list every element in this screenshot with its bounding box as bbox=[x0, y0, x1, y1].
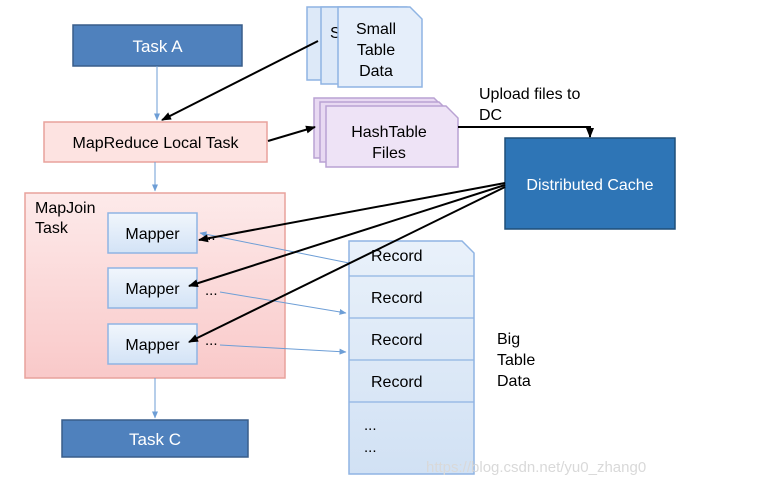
mapreduce-local-task-node: MapReduce Local Task bbox=[43, 121, 268, 163]
small-table-line-1: Small bbox=[356, 21, 396, 38]
big-table-line-3: Data bbox=[497, 373, 531, 390]
record-3: Record bbox=[371, 332, 423, 349]
big-table-records: Record Record Record Record ... ... bbox=[348, 240, 475, 475]
arrow-cache-to-mapper-2 bbox=[188, 184, 506, 288]
arrow-cache-to-mapper-1 bbox=[198, 182, 506, 243]
record-ellipsis-1: ... bbox=[364, 417, 377, 434]
mapjoin-task-line-1: MapJoin bbox=[35, 200, 95, 217]
mapper-2-label: Mapper bbox=[125, 281, 180, 298]
arrow-small-table-to-local bbox=[161, 40, 319, 121]
upload-label-line-2: DC bbox=[479, 107, 502, 124]
mapjoin-task-line-2: Task bbox=[35, 220, 69, 237]
task-c-node: Task C bbox=[61, 419, 249, 458]
record-4: Record bbox=[371, 374, 423, 391]
hashtable-files-line-2: Files bbox=[372, 145, 406, 162]
arrow-mapper-3-to-record bbox=[219, 344, 347, 355]
upload-label-line-1: Upload files to bbox=[479, 86, 580, 103]
mapper-2-ellipsis: ... bbox=[205, 282, 218, 299]
small-table-partial-label: S bbox=[330, 25, 341, 42]
mapper-2: Mapper bbox=[107, 267, 198, 309]
record-2: Record bbox=[371, 290, 423, 307]
mapper-3-label: Mapper bbox=[125, 337, 180, 354]
big-table-line-2: Table bbox=[497, 352, 535, 369]
arrow-mapper-2-to-record bbox=[219, 291, 347, 315]
arrow-local-to-hashtable bbox=[267, 125, 316, 142]
record-1: Record bbox=[371, 248, 423, 265]
task-c-label: Task C bbox=[129, 430, 181, 449]
arrow-hashtable-to-cache bbox=[458, 126, 594, 138]
distributed-cache-node: Distributed Cache bbox=[504, 137, 676, 230]
arrow-cache-to-mapper-3 bbox=[188, 186, 506, 343]
hashtable-files-line-1: HashTable bbox=[351, 124, 427, 141]
mapper-3: Mapper bbox=[107, 323, 198, 365]
small-table-line-3: Data bbox=[359, 63, 393, 80]
record-ellipsis-2: ... bbox=[364, 439, 377, 456]
mapreduce-local-task-label: MapReduce Local Task bbox=[72, 135, 239, 152]
mapper-1: Mapper bbox=[107, 212, 198, 254]
big-table-line-1: Big bbox=[497, 331, 520, 348]
thin-flow-arrows bbox=[152, 66, 350, 419]
hashtable-files-stack: HashTable Files bbox=[313, 97, 459, 168]
task-a-label: Task A bbox=[132, 37, 183, 56]
task-a-node: Task A bbox=[72, 24, 243, 67]
small-table-line-2: Table bbox=[357, 42, 395, 59]
watermark: https://blog.csdn.net/yu0_zhang0 bbox=[426, 459, 646, 476]
small-table-data-stack: S Small Table Data bbox=[306, 6, 423, 88]
thick-flow-arrows bbox=[161, 40, 594, 343]
mapper-3-ellipsis: ... bbox=[205, 332, 218, 349]
arrow-record-to-mapper-1 bbox=[199, 231, 350, 264]
mapper-1-label: Mapper bbox=[125, 226, 180, 243]
distributed-cache-label: Distributed Cache bbox=[526, 177, 653, 194]
